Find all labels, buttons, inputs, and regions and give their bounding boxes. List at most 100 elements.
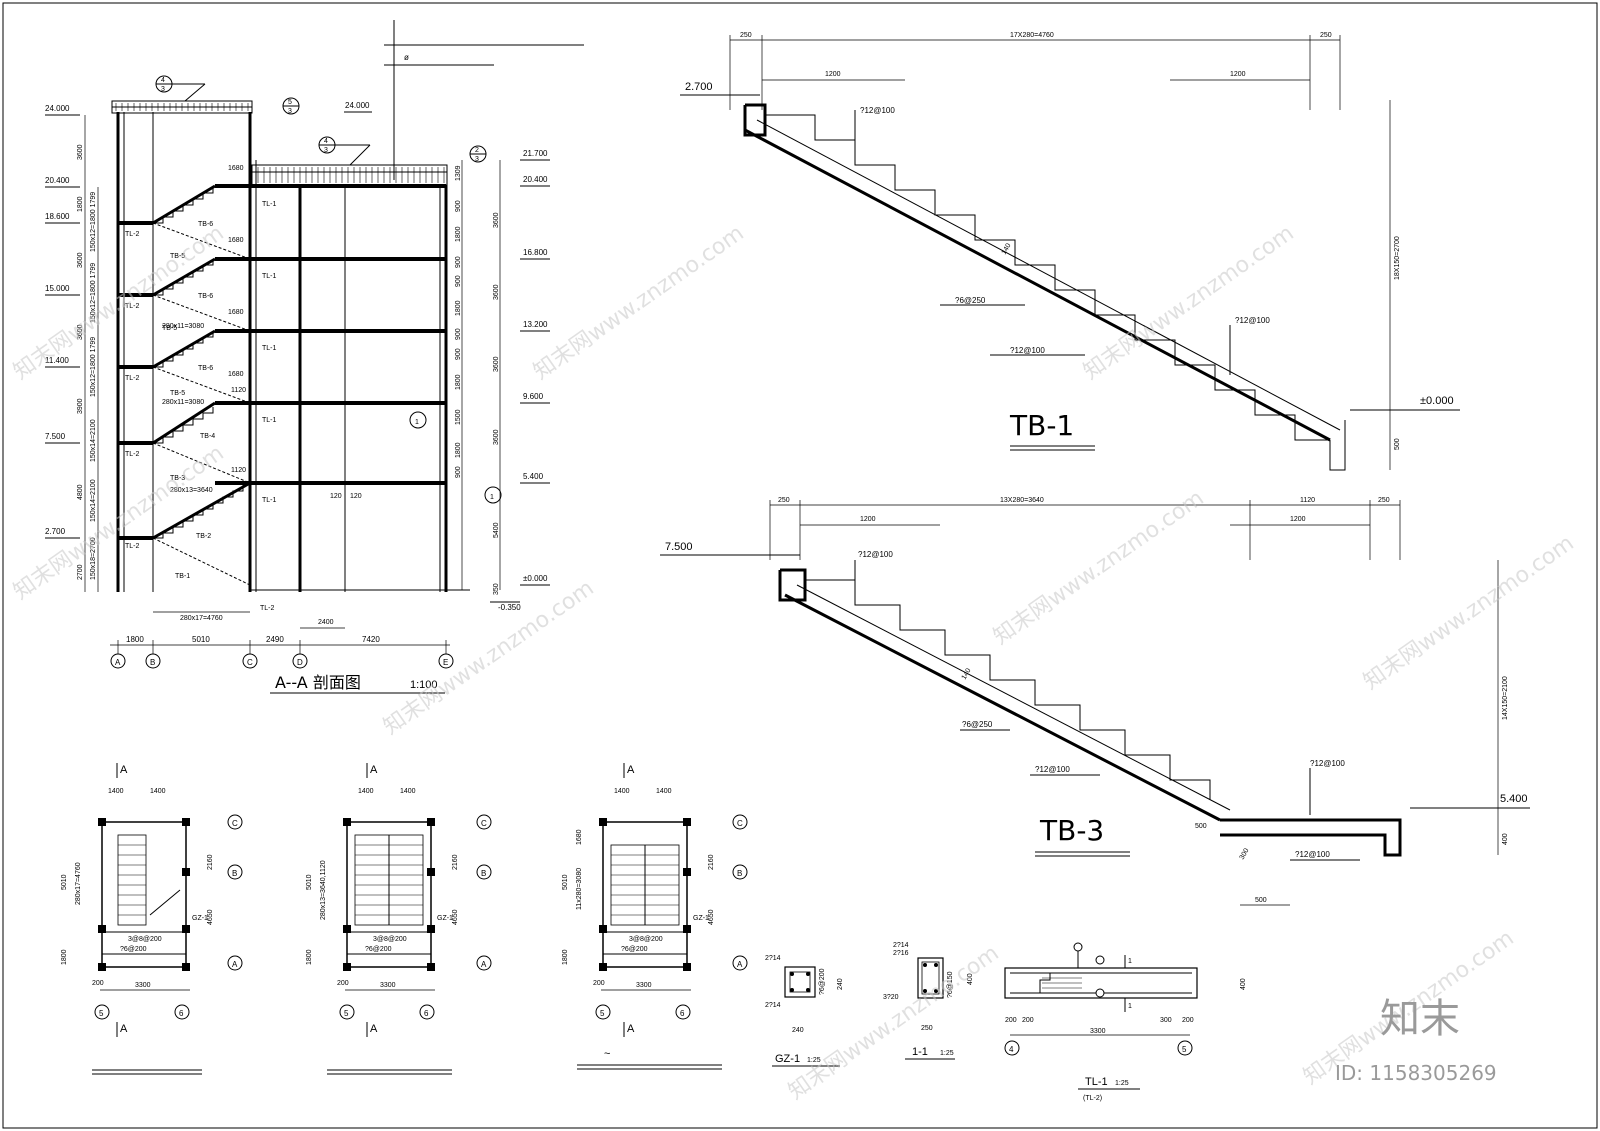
flight-tb6: TB-6 <box>198 221 213 228</box>
svg-text:1309: 1309 <box>455 165 462 181</box>
svg-text:TB-6: TB-6 <box>198 293 213 300</box>
svg-text:3300: 3300 <box>636 982 652 989</box>
svg-text:3: 3 <box>324 147 328 154</box>
elev-2-7: 2.700 <box>45 527 66 536</box>
lriser-1: 150x12=1800 1799 <box>90 192 97 252</box>
svg-text:1800: 1800 <box>61 949 68 965</box>
note-280x11: 280x11=3080 <box>162 323 204 330</box>
svg-text:1: 1 <box>1128 1003 1132 1010</box>
svg-text:900: 900 <box>455 275 462 287</box>
svg-text:1680: 1680 <box>576 829 583 845</box>
tb3-rebar-3: ?12@100 <box>1035 765 1070 774</box>
tb3-rebar-1: ?12@100 <box>858 550 893 559</box>
axis-d: D <box>297 658 303 667</box>
svg-text:2160: 2160 <box>452 854 459 870</box>
svg-text:3300: 3300 <box>1090 1028 1106 1035</box>
tb3-detail: 250 13X280=3640 1120 250 1200 1200 7.500… <box>660 497 1530 906</box>
ldim-2: 1800 <box>77 196 84 212</box>
left-elevations: 24.000 20.400 18.600 15.000 11.400 7.500… <box>45 104 80 539</box>
svg-text:400: 400 <box>967 973 974 985</box>
svg-text:3?20: 3?20 <box>883 994 899 1001</box>
svg-text:9.600: 9.600 <box>523 392 544 401</box>
svg-text:TL-2: TL-2 <box>260 605 275 612</box>
svg-text:250: 250 <box>1378 497 1390 504</box>
svg-text:1200: 1200 <box>1230 71 1246 78</box>
elev-18-6: 18.600 <box>45 212 70 221</box>
tb1-elev-top: 2.700 <box>685 81 713 93</box>
plan-2: A 1400 1400 GZ-1 3@8@200 ?6@200 5010 280… <box>306 763 492 1075</box>
svg-text:900: 900 <box>455 200 462 212</box>
svg-text:5400: 5400 <box>493 522 500 538</box>
section-title: A--A 剖面图 <box>275 673 361 692</box>
section-view: ø 24.000 20.400 18.600 15.000 11.400 7.5… <box>45 20 584 694</box>
svg-text:5.400: 5.400 <box>523 472 544 481</box>
lriser-2: 150x12=1800 1799 <box>90 263 97 323</box>
tb1-detail: 250 17X280=4760 250 1200 1200 2.700 ±0.0… <box>680 32 1460 471</box>
tl1-a: TL-1 <box>262 201 277 208</box>
note-280x13: 280x13=3640 <box>170 487 213 494</box>
svg-text:16.800: 16.800 <box>523 248 548 257</box>
svg-text:3300: 3300 <box>135 982 151 989</box>
tb1-rebar-3: ?12@100 <box>1010 346 1045 355</box>
svg-text:1: 1 <box>490 494 494 501</box>
bdim-7420: 7420 <box>362 635 380 644</box>
svg-text:A: A <box>120 764 128 776</box>
note-1120-a: 1120 <box>231 387 246 394</box>
svg-text:3: 3 <box>161 86 165 93</box>
note-2400: 2400 <box>318 619 334 626</box>
svg-text:知末网www.znzmo.com: 知末网www.znzmo.com <box>529 221 749 385</box>
axis-e: E <box>443 658 448 667</box>
svg-text:1:25: 1:25 <box>807 1057 821 1064</box>
tb3-elev-bottom: 5.400 <box>1500 793 1528 805</box>
svg-text:TL-1: TL-1 <box>262 345 277 352</box>
svg-text:知末网www.znzmo.com: 知末网www.znzmo.com <box>1359 531 1579 695</box>
svg-text:1800: 1800 <box>455 226 462 242</box>
note-120-b: 120 <box>350 493 362 500</box>
svg-text:1800: 1800 <box>306 949 313 965</box>
svg-text:2160: 2160 <box>207 854 214 870</box>
svg-text:1800: 1800 <box>455 374 462 390</box>
ldim-1: 3600 <box>77 144 84 160</box>
tb3-rebar-4: ?12@100 <box>1310 759 1345 768</box>
svg-text:知末网www.znzmo.com: 知末网www.znzmo.com <box>379 576 599 740</box>
svg-text:2: 2 <box>475 147 479 154</box>
svg-text:5: 5 <box>600 1009 605 1018</box>
svg-text:?6@200: ?6@200 <box>120 946 147 953</box>
svg-text:1800: 1800 <box>455 300 462 316</box>
tb1-rebar-4: ?12@100 <box>1235 316 1270 325</box>
svg-text:TL-2: TL-2 <box>125 543 140 550</box>
gz1-detail: 2?14 2?14 ?6@200 240 240 GZ-1 1:25 <box>765 955 844 1067</box>
bdim-1800: 1800 <box>126 635 144 644</box>
svg-text:1400: 1400 <box>358 788 374 795</box>
svg-text:A: A <box>120 1023 128 1035</box>
svg-text:3300: 3300 <box>380 982 396 989</box>
svg-text:4: 4 <box>324 138 328 145</box>
svg-text:5: 5 <box>288 99 292 106</box>
image-id: ID: 1158305269 <box>1335 1061 1497 1085</box>
svg-text:900: 900 <box>455 348 462 360</box>
svg-text:?6@150: ?6@150 <box>947 971 954 998</box>
tb3-dim-main: 13X280=3640 <box>1000 497 1044 504</box>
svg-text:3: 3 <box>288 108 292 115</box>
svg-text:20.400: 20.400 <box>523 175 548 184</box>
svg-text:C: C <box>232 819 238 828</box>
svg-text:1500: 1500 <box>455 409 462 425</box>
svg-text:TL-1: TL-1 <box>262 497 277 504</box>
svg-text:5: 5 <box>99 1009 104 1018</box>
section-1-1: 2?14 2?16 3?20 ?6@150 400 250 1-1 1:25 <box>883 942 974 1060</box>
svg-text:400: 400 <box>1240 978 1247 990</box>
svg-text:500: 500 <box>1255 897 1267 904</box>
bdim-5010: 5010 <box>192 635 210 644</box>
svg-text:TL-1: TL-1 <box>262 273 277 280</box>
flight-tb2: TB-2 <box>196 533 211 540</box>
flight-tb5: TB-5 <box>170 253 185 260</box>
elev-20-4: 20.400 <box>45 176 70 185</box>
svg-text:900: 900 <box>455 256 462 268</box>
svg-text:B: B <box>232 869 237 878</box>
svg-text:6: 6 <box>680 1009 685 1018</box>
svg-text:4650: 4650 <box>452 909 459 925</box>
tb1-rebar-1: ?12@100 <box>860 106 895 115</box>
svg-text:300: 300 <box>1160 1017 1172 1024</box>
tb1-dim-250-a: 250 <box>740 32 752 39</box>
elev-24: 24.000 <box>45 104 70 113</box>
